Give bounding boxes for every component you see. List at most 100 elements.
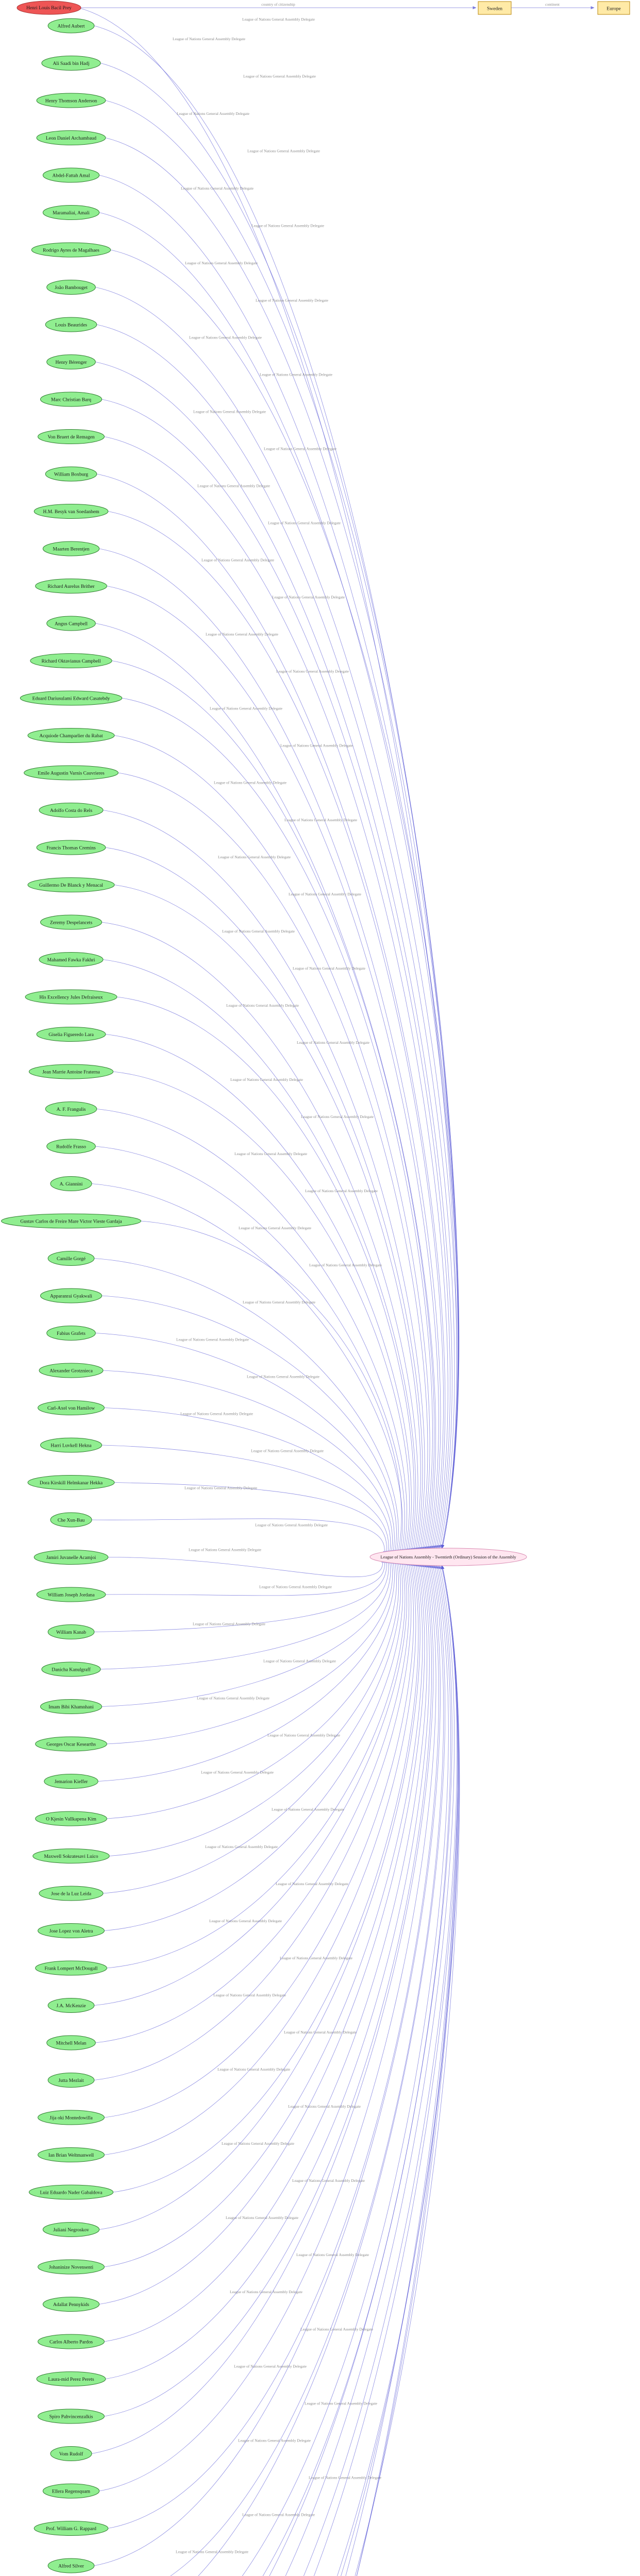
citizenship-edge-label: country of citizenship	[261, 2, 295, 7]
person-node: Alfred Silver	[47, 2558, 95, 2573]
person-ellipse	[47, 1998, 95, 2013]
delegate-edge	[105, 1558, 386, 1596]
person-node-label: Vom Rudolf	[59, 2451, 83, 2457]
delegate-edge	[105, 1034, 412, 1553]
delegate-edge-label: League of Nations General Assembly Deleg…	[189, 335, 262, 340]
delegate-edge-label: League of Nations General Assembly Deleg…	[226, 2215, 299, 2220]
person-node-label: Luiz Eduardo Nader Gabaldova	[40, 2191, 103, 2196]
person-ellipse	[38, 2110, 105, 2125]
delegate-edge-label: League of Nations General Assembly Deleg…	[276, 1882, 349, 1886]
delegate-edge-label: League of Nations General Assembly Deleg…	[209, 1919, 282, 1923]
delegate-edge-label: League of Nations General Assembly Deleg…	[300, 2327, 374, 2331]
delegate-edge-label: League of Nations General Assembly Deleg…	[284, 818, 358, 822]
person-ellipse	[27, 877, 115, 892]
person-ellipse	[40, 1437, 103, 1453]
person-node: A. F. Frangulis	[45, 1101, 97, 1116]
person-node-label: Harri Luvkell Hekna	[50, 1444, 92, 1449]
delegate-edge	[107, 1561, 406, 1969]
delegate-edge	[242, 1564, 449, 2576]
person-node: Guillermo De Blanck y Menacal	[27, 877, 115, 892]
person-node-label: Camille Gorgé	[57, 1257, 86, 1262]
delegate-edge	[103, 1370, 394, 1554]
delegate-edge	[103, 959, 416, 1552]
person-ellipse	[36, 1587, 106, 1602]
delegate-edge	[108, 511, 444, 1550]
delegate-edge	[356, 1565, 458, 2576]
continent-node: Europe	[597, 1, 630, 15]
delegate-edge-label: League of Nations General Assembly Deleg…	[180, 1411, 254, 1416]
delegate-edge	[269, 1565, 452, 2576]
person-node: Eduard Dariusulami Edward Casatebdy	[20, 690, 123, 706]
delegate-edge-label: League of Nations General Assembly Deleg…	[267, 1733, 341, 1738]
person-node: Rudolfe Frasso	[46, 1139, 96, 1154]
delegate-edge	[104, 1563, 428, 2342]
delegate-edge	[355, 1565, 460, 2576]
delegate-edge-label: League of Nations General Assembly Deleg…	[181, 186, 254, 191]
delegate-edge-label: League of Nations General Assembly Deleg…	[309, 1263, 382, 1267]
person-ellipse	[42, 2483, 100, 2499]
person-node: Vom Rudolf	[50, 2446, 92, 2461]
delegate-edge	[95, 1333, 395, 1554]
person-ellipse	[45, 466, 97, 482]
person-node: Adallat Pennykids	[42, 2297, 100, 2312]
delegate-edge-label: League of Nations General Assembly Deleg…	[197, 1696, 270, 1701]
person-ellipse	[28, 1064, 114, 1079]
person-ellipse	[42, 205, 100, 220]
person-ellipse	[35, 579, 107, 594]
person-ellipse	[38, 429, 105, 444]
delegate-edge	[141, 1221, 402, 1554]
person-node-label: O Kjesin Vallkapena Kim	[46, 1817, 96, 1822]
person-node: Maarten Berentjen	[42, 541, 100, 556]
person-ellipse	[33, 2521, 109, 2536]
person-ellipse	[36, 1027, 106, 1042]
delegate-edge	[104, 1562, 416, 2155]
person-ellipse	[39, 803, 104, 818]
person-node-label: Jutta Mezlait	[58, 2078, 84, 2083]
person-node: Jose Lopez von Aletra	[38, 1923, 105, 1938]
person-node-label: Giselia Figueredo Lara	[48, 1032, 94, 1038]
delegate-edge-label: League of Nations General Assembly Deleg…	[272, 595, 345, 600]
delegate-edge	[109, 1560, 399, 1856]
person-ellipse	[38, 2334, 105, 2349]
person-ellipse	[46, 616, 96, 631]
person-node-label: Frank Lompert McDougall	[45, 1967, 98, 1972]
delegate-edge	[99, 1562, 420, 2230]
delegate-edge	[96, 473, 446, 1550]
delegate-edge	[99, 548, 441, 1550]
delegate-edge	[105, 100, 459, 1549]
person-node: Acquiode Champarlier du Rabat	[27, 728, 115, 743]
person-ellipse	[35, 1736, 107, 1752]
delegate-edge	[107, 1560, 394, 1744]
person-node: Jamiri Juvanelle Acamjoi	[33, 1550, 109, 1565]
delegate-edge-label: League of Nations General Assembly Deleg…	[222, 929, 295, 934]
person-node: Laura-mid Perez Perets	[36, 2371, 106, 2386]
person-node-label: J.A. McKenzie	[56, 2004, 86, 2009]
delegate-edge-label: League of Nations General Assembly Deleg…	[268, 520, 341, 525]
person-ellipse	[42, 541, 100, 556]
person-node: Ian Brian Weltmanwell	[38, 2147, 105, 2162]
person-node: Maxwell Sokratesavi Luico	[32, 1849, 110, 1863]
delegate-edge-label: League of Nations General Assembly Deleg…	[218, 855, 291, 859]
delegate-edge-label: League of Nations General Assembly Deleg…	[185, 261, 258, 265]
person-ellipse	[45, 1101, 97, 1116]
person-node-label: A. F. Frangulis	[57, 1107, 86, 1112]
person-node: Jutta Mezlait	[47, 2073, 95, 2088]
delegate-edge-label: League of Nations General Assembly Deleg…	[230, 2290, 303, 2294]
person-node-label: Louis Beaurides	[55, 323, 87, 328]
person-node-label: Imam Bibi Khamnhani	[48, 1705, 94, 1710]
person-node-label: Ali Saadi bin Hadj	[53, 61, 90, 66]
delegate-edge-label: League of Nations General Assembly Deleg…	[296, 2252, 369, 2257]
delegate-edge	[303, 1565, 458, 2576]
person-node-label: William Joseph Jordana	[48, 1593, 95, 1598]
delegate-edge	[91, 1183, 403, 1553]
person-ellipse	[35, 1811, 107, 1826]
person-ellipse	[30, 653, 112, 668]
person-ellipse	[38, 1923, 105, 1938]
delegate-edge-label: League of Nations General Assembly Deleg…	[305, 1189, 378, 1193]
delegate-edge	[103, 810, 425, 1551]
person-node: Emile Augustin Varnis Cauvrieres	[24, 765, 119, 781]
delegate-edge	[285, 1565, 455, 2576]
session-node: League of Nations Assembly - Twentieth (…	[369, 1548, 527, 1566]
delegate-edge	[104, 1563, 432, 2417]
